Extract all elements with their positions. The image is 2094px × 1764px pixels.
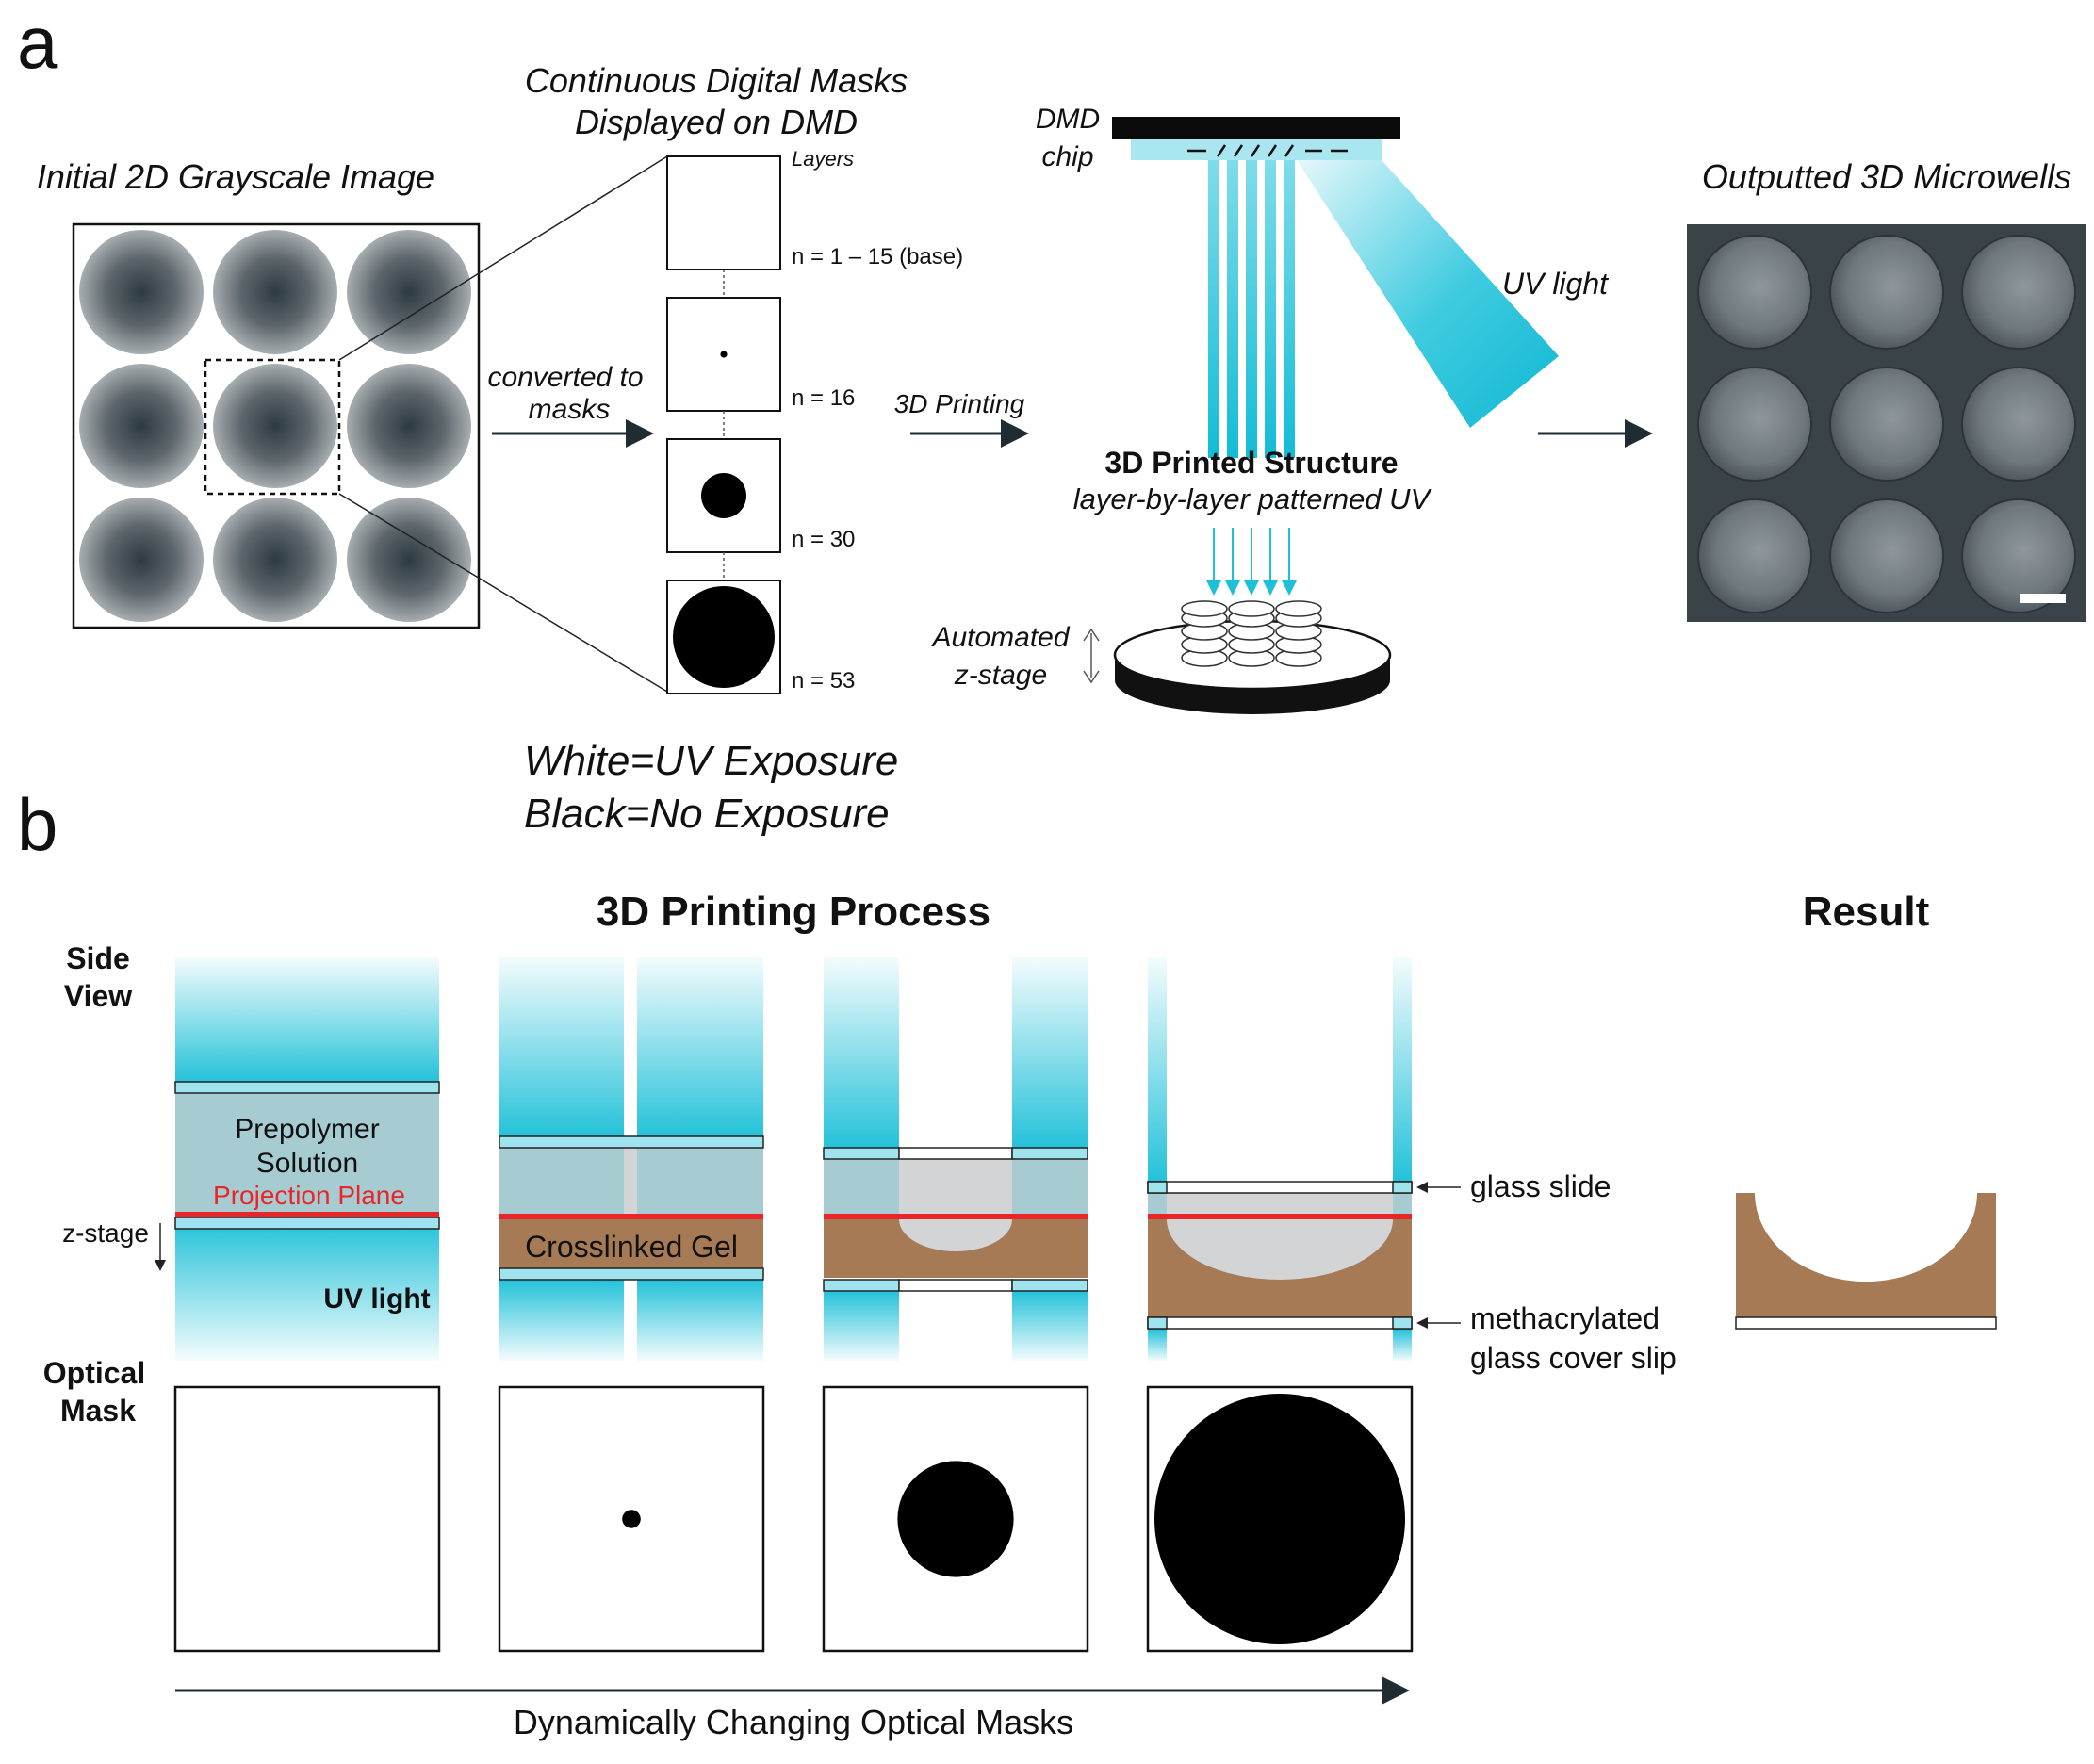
- zstage-label-b: z-stage: [62, 1218, 149, 1248]
- microwell-photo: [1687, 224, 2086, 622]
- photo-microwell: [1829, 235, 1944, 350]
- grayscale-well: [213, 498, 337, 622]
- printing-arrow-label: 3D Printing: [894, 389, 1025, 418]
- mask-dot: [720, 351, 728, 358]
- grayscale-title: Initial 2D Grayscale Image: [37, 157, 434, 196]
- result-microwell: [1735, 1193, 1997, 1330]
- grayscale-well: [213, 230, 337, 354]
- mask-stack: n = 1 – 15 (base) n = 16 n = 30 n = 53: [666, 155, 963, 694]
- photo-microwell: [1697, 367, 1812, 482]
- zoom-line-top: [338, 155, 668, 361]
- projection-plane-label: Projection Plane: [213, 1181, 405, 1210]
- photo-microwell: [1961, 235, 2076, 350]
- grayscale-well: [347, 364, 471, 488]
- layer-label: n = 30: [792, 527, 855, 552]
- uv-light-label-a: UV light: [1502, 267, 1609, 301]
- photo-microwell: [1829, 367, 1944, 482]
- scale-bar: [2020, 594, 2066, 603]
- dmd-chip: DMD chip: [1036, 104, 1400, 172]
- converted-label-1: converted to: [487, 362, 643, 393]
- legend-white: White=UV Exposure: [524, 738, 898, 784]
- dynamic-masks-caption: Dynamically Changing Optical Masks: [514, 1703, 1073, 1741]
- grayscale-well: [213, 364, 337, 488]
- layers-label: Layers: [792, 147, 854, 171]
- mask-dot: [673, 586, 775, 688]
- layer-label: n = 16: [792, 385, 855, 411]
- grayscale-well: [347, 230, 471, 354]
- glass-slide-label: glass slide: [1470, 1169, 1611, 1203]
- grayscale-image: [72, 222, 481, 629]
- photo-microwell: [1829, 498, 1944, 613]
- layer-mask: [666, 155, 781, 270]
- zoom-line-bottom: [338, 493, 668, 693]
- cover-slip-label-2: glass cover slip: [1470, 1341, 1677, 1375]
- panel-a-label: a: [17, 1, 58, 84]
- prepolymer-label-2: Solution: [256, 1148, 358, 1179]
- zstage-label-2: z-stage: [954, 660, 1047, 691]
- legend-black: Black=No Exposure: [524, 791, 890, 837]
- structure-subtitle: layer-by-layer patterned UV: [1073, 482, 1433, 515]
- side-view-label-2: View: [64, 979, 132, 1013]
- zstage-label-1: Automated: [930, 622, 1070, 653]
- side-view-step-2: [499, 957, 764, 1361]
- converted-label-2: masks: [529, 394, 611, 425]
- grayscale-well: [347, 498, 471, 622]
- optical-mask-row: [173, 1385, 1414, 1653]
- masks-title-1: Continuous Digital Masks: [525, 61, 908, 100]
- patterned-beams: [1208, 160, 1295, 458]
- output-title: Outputted 3D Microwells: [1702, 157, 2071, 196]
- grayscale-well: [79, 364, 204, 488]
- structure-title: 3D Printed Structure: [1104, 446, 1398, 480]
- optical-mask-dot: [622, 1510, 641, 1528]
- cover-slip-label-1: methacrylated: [1470, 1301, 1660, 1335]
- prepolymer-label-1: Prepolymer: [235, 1114, 379, 1145]
- photo-microwell: [1697, 498, 1812, 613]
- photo-microwell: [1961, 498, 2076, 613]
- uv-down-arrows: [1206, 528, 1297, 596]
- dmd-label-2: chip: [1041, 141, 1093, 172]
- side-view-step-1: [174, 957, 440, 1361]
- optical-mask-label-2: Mask: [60, 1394, 136, 1428]
- panel-b-label: b: [17, 783, 57, 866]
- layer-label: n = 1 – 15 (base): [792, 244, 963, 270]
- side-view-label-1: Side: [66, 941, 130, 975]
- optical-mask-dot: [897, 1461, 1014, 1577]
- result-title: Result: [1803, 889, 1930, 935]
- photo-microwell: [1697, 235, 1812, 350]
- side-view-step-3: [823, 957, 1088, 1361]
- grayscale-well: [79, 230, 204, 354]
- optical-mask-label-1: Optical: [43, 1356, 145, 1390]
- automated-zstage: Automated z-stage: [930, 600, 1392, 714]
- mask-dot: [701, 473, 746, 518]
- photo-microwell: [1961, 367, 2076, 482]
- selected-well-box: [204, 358, 341, 496]
- dmd-label-1: DMD: [1036, 104, 1100, 135]
- side-view-step-4: [1147, 957, 1413, 1361]
- uv-incoming-beam: [1297, 160, 1559, 428]
- optical-mask: [173, 1385, 441, 1653]
- uv-light-label-b: UV light: [323, 1283, 430, 1315]
- layer-label: n = 53: [792, 668, 855, 694]
- masks-title-2: Displayed on DMD: [575, 103, 858, 141]
- process-title: 3D Printing Process: [597, 889, 990, 935]
- optical-mask-dot: [1154, 1394, 1405, 1644]
- grayscale-well: [79, 498, 204, 622]
- crosslinked-gel-label: Crosslinked Gel: [525, 1230, 738, 1264]
